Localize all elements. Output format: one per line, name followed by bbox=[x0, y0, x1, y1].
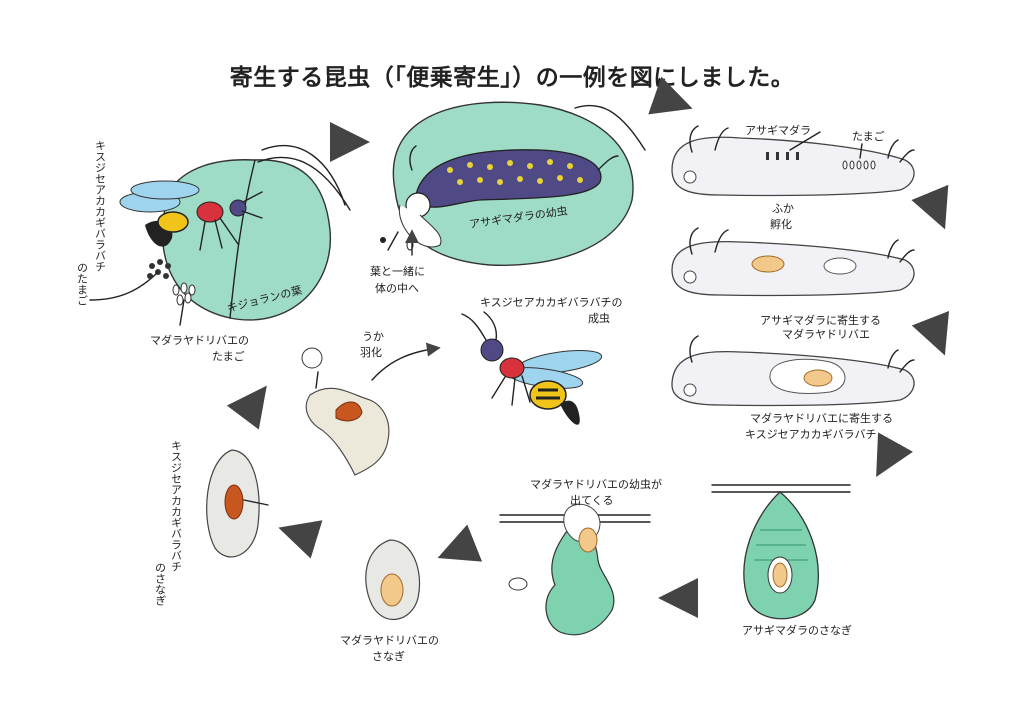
leaf-stem-2 bbox=[261, 145, 346, 206]
asagi-caterpillar-1 bbox=[671, 136, 915, 197]
caterpillar-with-eggs-panel: アサギマダラ たまご bbox=[671, 123, 915, 197]
asagi-pupa-label: アサギマダラのさなぎ bbox=[742, 623, 852, 637]
eat-label-2: 体の中へ bbox=[375, 281, 419, 295]
arrow-5 bbox=[876, 432, 914, 477]
fly-larva-1 bbox=[751, 255, 785, 273]
caterpillar-hatching-panel: ふか 孵化 bbox=[671, 202, 915, 297]
caterpillar-larva bbox=[414, 149, 602, 208]
emerging-fly-larva bbox=[578, 527, 598, 553]
asagi-caterpillar-2 bbox=[671, 240, 915, 297]
wasp-pupa-panel: キスジセアカカギバラバチ のさなぎ bbox=[154, 440, 269, 606]
fly-parasite-label-2: マダラヤドリバエ bbox=[782, 327, 870, 341]
fly-pupa-label-1: マダラヤドリバエの bbox=[340, 633, 439, 647]
hatch-label: 孵化 bbox=[770, 217, 792, 231]
asagi-pupa-panel: アサギマダラのさなぎ bbox=[711, 484, 852, 637]
caterpillar-parasitized-panel: アサギマダラに寄生する マダラヤドリバエ マダラヤドリバエに寄生する キスジセア… bbox=[671, 313, 915, 441]
eclosion-panel: うか 羽化 bbox=[301, 330, 441, 476]
fly-pupa bbox=[380, 573, 404, 607]
leaf-stem bbox=[257, 156, 351, 211]
asagi-label: アサギマダラ bbox=[745, 123, 811, 137]
wasp-egg-label-2: のたまご bbox=[76, 262, 89, 306]
wasp-eggs-inside bbox=[766, 152, 799, 160]
arrow-9 bbox=[226, 385, 267, 430]
fly-egg-label-1: マダラヤドリバエの bbox=[150, 333, 249, 347]
wasp-laying-eggs bbox=[119, 180, 263, 251]
collapsed-pupa bbox=[545, 519, 615, 636]
wasp-head bbox=[480, 338, 504, 362]
torn-pupa bbox=[305, 387, 390, 476]
adult-wasp-label-2: 成虫 bbox=[588, 312, 610, 325]
leaf-with-wasp-panel: キスジセアカカギバラバチ のたまご キジョランの葉 マダラヤドリバエの たまご bbox=[76, 140, 351, 363]
fly-larva-2 bbox=[823, 257, 857, 275]
arrow-2 bbox=[648, 76, 693, 115]
fly-larva-out-label-2: 出てくる bbox=[570, 493, 613, 507]
leaf-vein bbox=[229, 159, 256, 319]
caterpillar-eating-panel: アサギマダラの幼虫 葉と一緒に 体の中へ bbox=[370, 101, 646, 295]
kijoran-leaf bbox=[161, 159, 332, 321]
wasp-thorax bbox=[499, 357, 525, 379]
fly-egg-label-2: たまご bbox=[212, 349, 245, 363]
fly-eggs-inside bbox=[842, 160, 876, 170]
arrow-8 bbox=[278, 520, 323, 559]
fly-larva-out-label-1: マダラヤドリバエの幼虫が bbox=[530, 477, 662, 491]
wasp-parasite-label-1: マダラヤドリバエに寄生する bbox=[750, 411, 893, 425]
fly-larva-parasitized bbox=[803, 369, 833, 387]
wasp-pupa bbox=[224, 484, 244, 520]
asagi-pupa bbox=[743, 491, 819, 620]
adult-wasp-panel: キスジセアカカギバラバチの 成虫 bbox=[461, 296, 623, 425]
fly-pupa-panel: マダラヤドリバエの さなぎ bbox=[340, 539, 439, 663]
fly-eggs bbox=[172, 282, 196, 306]
eclosion-ruby: うか bbox=[362, 330, 384, 343]
hatch-ruby: ふか bbox=[772, 202, 794, 215]
tamago-label: たまご bbox=[852, 129, 885, 143]
arrow-3 bbox=[911, 184, 949, 230]
arrow-4 bbox=[911, 310, 950, 356]
page-title: 寄生する昆虫（「便乗寄生」）の一例を図にしました。 bbox=[229, 65, 795, 91]
caterpillar-spots bbox=[447, 159, 583, 185]
wasp-parasite-label-2: キスジセアカカギバラバチ bbox=[745, 428, 877, 441]
fly-larva-emerges-panel: マダラヤドリバエの幼虫が 出てくる bbox=[499, 477, 662, 636]
wasp-pupa-label-1: キスジセアカカギバラバチ bbox=[170, 440, 183, 572]
fly-pupa-label-2: さなぎ bbox=[372, 649, 405, 663]
wasp-egg-label-1: キスジセアカカギバラバチ bbox=[94, 140, 107, 272]
arrow-7 bbox=[437, 524, 483, 562]
wasp-pupa-label-2: のさなぎ bbox=[154, 562, 167, 606]
eat-label-1: 葉と一緒に bbox=[370, 264, 425, 278]
fly-parasite-label-1: アサギマダラに寄生する bbox=[760, 313, 881, 327]
eclosion-label: 羽化 bbox=[360, 345, 382, 359]
wasp-abdomen bbox=[529, 380, 567, 410]
adult-wasp-label-1: キスジセアカカギバラバチの bbox=[480, 296, 623, 309]
